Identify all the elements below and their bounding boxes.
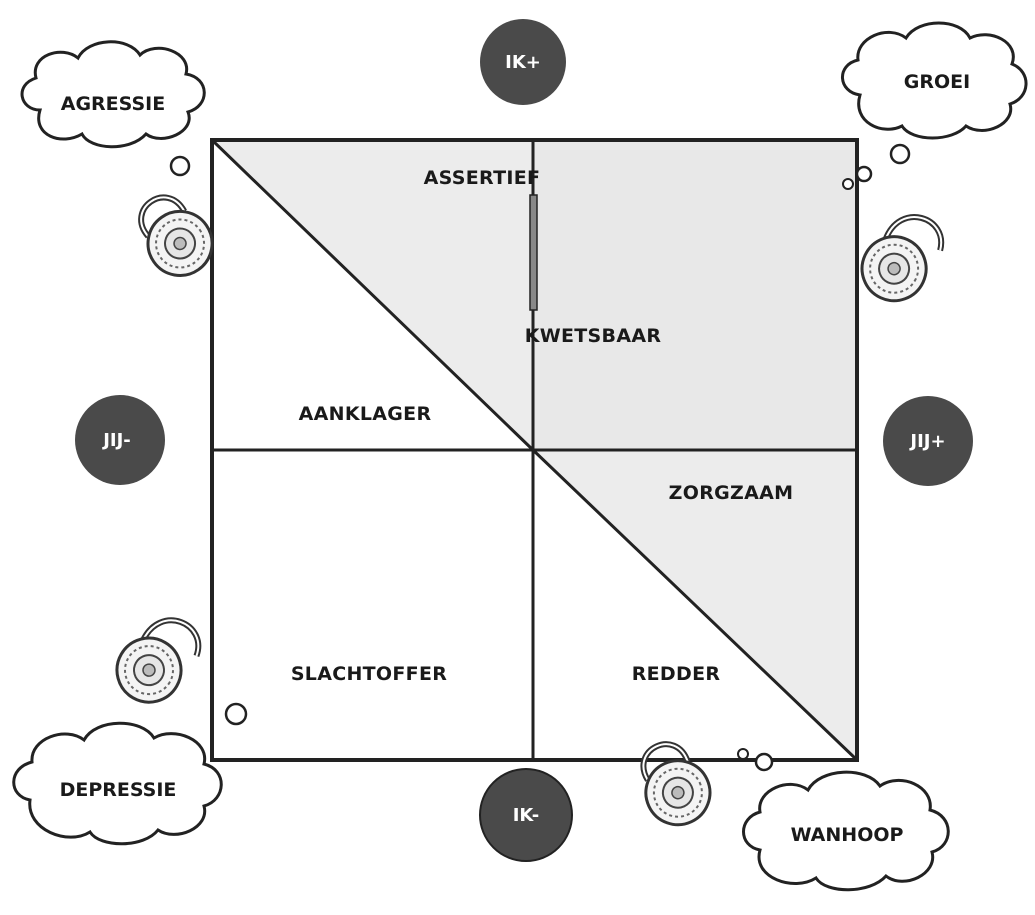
label-zorgzaam: ZORGZAAM [669, 482, 794, 504]
padlock-open-icon [852, 203, 950, 312]
axis-dot-left: JIJ- [75, 395, 165, 485]
label-slachtoffer: SLACHTOFFER [291, 663, 447, 685]
svg-text:IK-: IK- [513, 805, 540, 826]
thought-bubble-dot [226, 704, 246, 724]
thought-bubble-dot [891, 145, 909, 163]
padlock-open-icon [105, 604, 207, 715]
cloud-agressie: AGRESSIE [22, 42, 204, 147]
svg-text:JIJ+: JIJ+ [908, 431, 945, 452]
axis-dot-right: JIJ+ [883, 396, 973, 486]
cloud-wanhoop: WANHOOP [744, 772, 949, 890]
thought-bubble-dot [738, 749, 748, 759]
svg-text:WANHOOP: WANHOOP [791, 824, 904, 846]
axis-dot-bottom: IK- [480, 769, 572, 861]
padlock-closed-icon [125, 183, 225, 288]
svg-text:IK+: IK+ [505, 52, 541, 73]
thought-bubble-dot [756, 754, 772, 770]
shade-upper-right-quadrant [533, 140, 857, 450]
label-assertief: ASSERTIEF [424, 167, 541, 189]
svg-text:JIJ-: JIJ- [101, 430, 131, 451]
label-aanklager: AANKLAGER [299, 403, 432, 425]
svg-text:DEPRESSIE: DEPRESSIE [60, 779, 177, 801]
label-redder: REDDER [632, 663, 721, 685]
thought-bubble-dot [843, 179, 853, 189]
label-kwetsbaar: KWETSBAAR [525, 325, 662, 347]
axis-dot-top: IK+ [480, 19, 566, 105]
thought-bubble-dot [857, 167, 871, 181]
svg-text:GROEI: GROEI [904, 71, 970, 93]
svg-text:AGRESSIE: AGRESSIE [61, 93, 165, 115]
axis-marker [530, 195, 537, 310]
cloud-groei: GROEI [842, 23, 1026, 138]
cloud-depressie: DEPRESSIE [14, 723, 222, 844]
thought-bubble-dot [171, 157, 189, 175]
